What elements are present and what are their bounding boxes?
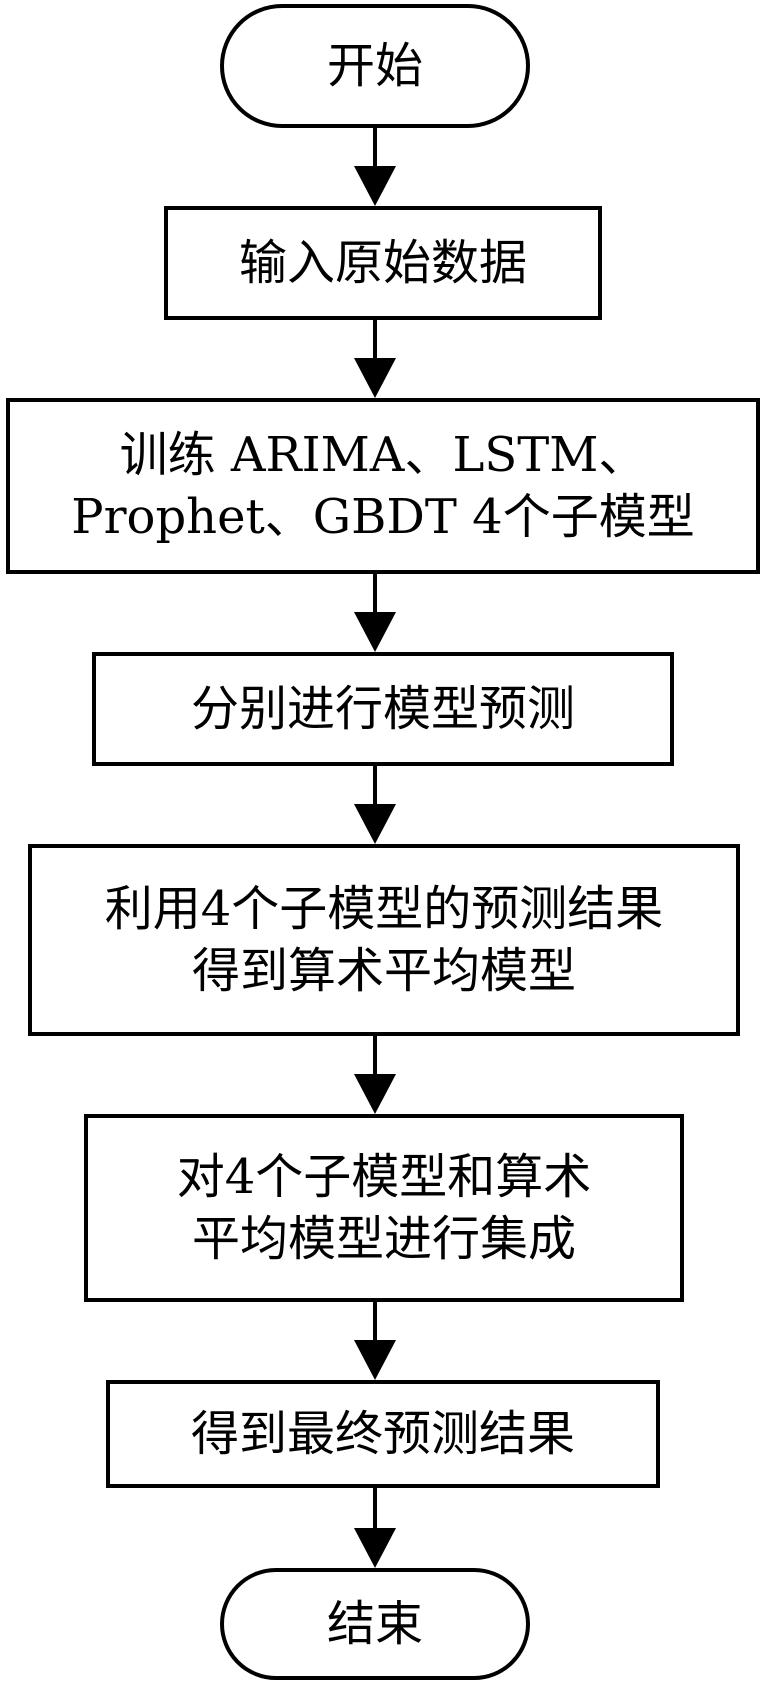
arrow-average-to-ensemble [354, 1034, 396, 1114]
step-arithmetic-average-model-line-1: 利用4个子模型的预测结果 [104, 881, 664, 937]
end-terminal: 结束 [220, 1568, 530, 1680]
step-input-raw-data: 输入原始数据 [164, 206, 602, 320]
arrow-result-to-end [354, 1486, 396, 1568]
arrow-ensemble-to-result [354, 1300, 396, 1380]
step-train-submodels: 训练 ARIMA、LSTM、 Prophet、GBDT 4个子模型 [6, 398, 760, 574]
step-predict-separately: 分别进行模型预测 [92, 652, 674, 766]
step-final-result: 得到最终预测结果 [106, 1380, 660, 1488]
arrow-start-to-input [354, 126, 396, 206]
step-arithmetic-average-model-line-2: 得到算术平均模型 [191, 943, 576, 999]
step-predict-separately-label: 分别进行模型预测 [190, 681, 575, 737]
step-arithmetic-average-model: 利用4个子模型的预测结果 得到算术平均模型 [28, 844, 740, 1036]
arrow-predict-to-average [354, 764, 396, 844]
step-ensemble-models-line-1: 对4个子模型和算术 [176, 1149, 592, 1205]
step-train-submodels-line-1: 训练 ARIMA、LSTM、 [119, 427, 647, 483]
step-input-raw-data-label: 输入原始数据 [238, 235, 527, 291]
end-label: 结束 [326, 1596, 423, 1652]
step-ensemble-models: 对4个子模型和算术 平均模型进行集成 [84, 1114, 684, 1302]
step-final-result-label: 得到最终预测结果 [190, 1406, 575, 1462]
arrow-train-to-predict [354, 572, 396, 652]
start-label: 开始 [326, 38, 423, 94]
step-train-submodels-line-2: Prophet、GBDT 4个子模型 [71, 489, 695, 545]
step-ensemble-models-line-2: 平均模型进行集成 [191, 1211, 576, 1267]
start-terminal: 开始 [220, 4, 530, 128]
arrow-input-to-train [354, 318, 396, 398]
